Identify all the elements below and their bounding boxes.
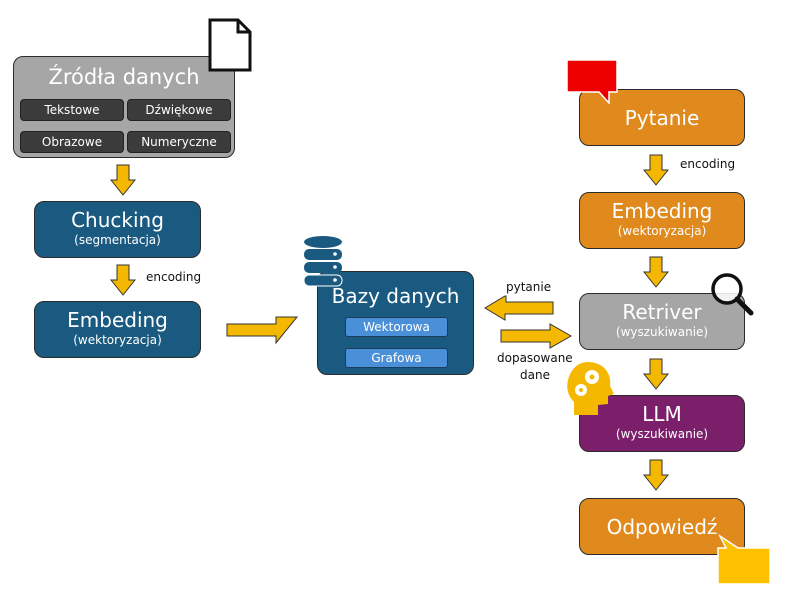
arrow-down-llm-to-answer (642, 459, 670, 491)
embeding-subtitle-left: (wektoryzacja) (73, 333, 162, 347)
answer-speech-bubble-icon (717, 534, 771, 585)
source-chip-image: Obrazowe (20, 131, 124, 153)
arrow-down-question-to-embeding (642, 154, 670, 186)
arrow-right-embeding-to-database (226, 316, 299, 345)
arrow-right-database-to-retriever (500, 323, 573, 349)
magnifier-icon (711, 273, 754, 316)
embeding-title-left: Embeding (67, 308, 168, 332)
chucking-box: Chucking (segmentacja) (34, 201, 201, 258)
source-chip-numeric: Numeryczne (127, 131, 231, 153)
arrow-left-retriever-to-database (484, 295, 554, 321)
arrow-down-embeding-to-retriever (642, 256, 670, 288)
embeding-box-left: Embeding (wektoryzacja) (34, 301, 201, 358)
llm-box: LLM (wyszukiwanie) (579, 395, 745, 452)
arrow-down-sources-to-chucking (109, 164, 137, 196)
question-speech-bubble-icon (566, 59, 618, 104)
embeding-title-right: Embeding (611, 199, 713, 223)
encoding-label-left: encoding (146, 270, 202, 284)
retriever-subtitle: (wyszukiwanie) (615, 325, 709, 339)
embeding-subtitle-right: (wektoryzacja) (617, 224, 707, 238)
question-title: Pytanie (624, 106, 700, 130)
embeding-box-right: Embeding (wektoryzacja) (579, 192, 745, 249)
arrow-down-retriever-to-llm (642, 358, 670, 390)
matched-arrow-label-line2: dane (520, 368, 550, 382)
llm-title: LLM (642, 402, 682, 426)
encoding-label-right: encoding (680, 157, 736, 171)
data-sources-box: Źródła danych Tekstowe Dźwiękowe Obrazow… (13, 56, 235, 158)
chucking-title: Chucking (71, 208, 164, 232)
database-icon (303, 236, 343, 287)
source-chip-text: Tekstowe (20, 99, 124, 121)
llm-subtitle: (wyszukiwanie) (615, 427, 709, 441)
matched-arrow-label-line1: dopasowane (497, 351, 573, 365)
document-icon (208, 18, 252, 72)
query-arrow-label: pytanie (506, 280, 552, 294)
data-sources-title: Źródła danych (48, 65, 200, 89)
answer-title: Odpowiedź (606, 515, 718, 539)
arrow-down-chucking-to-embeding (109, 264, 137, 296)
database-title: Bazy danych (331, 284, 460, 308)
db-chip-graph: Grafowa (345, 348, 448, 368)
db-chip-vector: Wektorowa (345, 317, 448, 337)
head-gears-icon (567, 362, 614, 415)
chucking-subtitle: (segmentacja) (74, 233, 161, 247)
retriever-title: Retriver (622, 300, 702, 324)
retriever-box: Retriver (wyszukiwanie) (579, 293, 745, 350)
database-box: Bazy danych Wektorowa Grafowa (317, 271, 474, 375)
source-chip-audio: Dźwiękowe (127, 99, 231, 121)
answer-box: Odpowiedź (579, 498, 745, 555)
